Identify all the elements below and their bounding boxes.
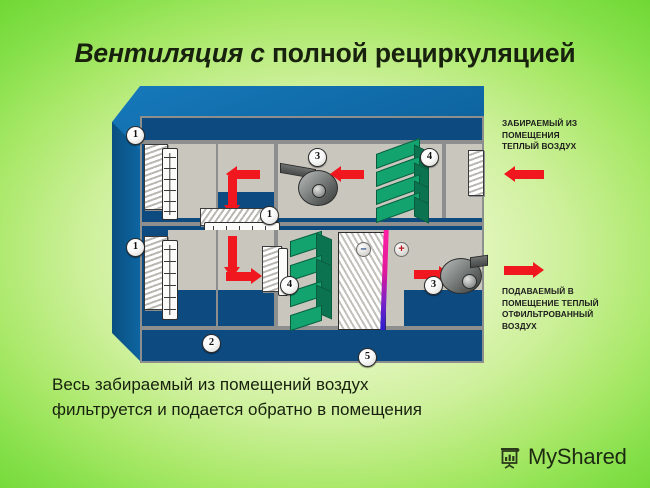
upper-wall-c <box>442 144 446 218</box>
upper-mid-flow-arrow <box>330 166 364 183</box>
deck-divider <box>142 222 482 226</box>
supply-arrow <box>504 262 544 279</box>
lower-mid-cartridge <box>278 248 288 296</box>
callout-1c: 1 <box>126 238 145 257</box>
upper-wall-a <box>216 144 218 218</box>
ventilation-diagram: – + 1 1 1 2 3 3 4 4 5 <box>112 86 488 370</box>
upper-outlet-louvre <box>468 150 484 196</box>
callout-5: 5 <box>358 348 377 367</box>
intake-label: ЗАБИРАЕМЫЙ ИЗ ПОМЕЩЕНИЯ ТЕПЛЫЙ ВОЗДУХ <box>502 118 642 153</box>
lower-floor <box>142 326 482 330</box>
upper-wall-b <box>274 144 278 218</box>
callout-4a: 4 <box>420 148 439 167</box>
page-title-regular: полной рециркуляцией <box>264 38 576 68</box>
page-title-italic: Вентиляция с <box>74 38 266 68</box>
upper-intake-filter-cartridge <box>162 148 178 220</box>
lower-left-flow-arrow <box>226 268 262 285</box>
intake-arrow <box>504 166 544 183</box>
positive-pole-marker: + <box>394 242 409 257</box>
supply-label-line-4: ВОЗДУХ <box>502 320 537 331</box>
callout-2: 2 <box>202 334 221 353</box>
lower-intake-filter-cartridge <box>162 240 178 320</box>
negative-pole-marker: – <box>356 242 371 257</box>
supply-label-line-1: ПОДАВАЕМЫЙ В <box>502 286 574 296</box>
intake-label-line-2: ПОМЕЩЕНИЯ <box>502 129 560 140</box>
presentation-chart-icon <box>498 445 523 470</box>
upper-left-flow-arrow <box>226 166 260 183</box>
callout-3b: 3 <box>424 276 443 295</box>
intake-label-line-1: ЗАБИРАЕМЫЙ ИЗ <box>502 118 578 128</box>
lower-mid-louvre <box>262 246 282 292</box>
callout-1b: 1 <box>260 206 279 225</box>
upper-chamber-left <box>168 144 274 192</box>
myshared-wordmark: MyShared <box>528 444 627 469</box>
supply-label-line-3: ОТФИЛЬТРОВАННЫЙ <box>502 309 594 320</box>
page-title: Вентиляция с полной рециркуляцией <box>0 38 650 69</box>
intake-label-line-3: ТЕПЛЫЙ ВОЗДУХ <box>502 141 577 152</box>
slide-caption: Весь забираемый из помещений воздух филь… <box>52 375 422 419</box>
myshared-logo[interactable]: MyShared <box>498 444 627 470</box>
callout-3a: 3 <box>308 148 327 167</box>
callout-4b: 4 <box>280 276 299 295</box>
lower-wall-a <box>216 230 218 326</box>
upper-ceiling <box>142 140 482 144</box>
lower-supply-fan <box>440 250 498 300</box>
supply-label: ПОДАВАЕМЫЙ В ПОМЕЩЕНИЕ ТЕПЛЫЙ ОТФИЛЬТРОВ… <box>502 286 644 332</box>
callout-1a: 1 <box>126 126 145 145</box>
supply-label-line-2: ПОМЕЩЕНИЕ ТЕПЛЫЙ <box>502 297 599 308</box>
